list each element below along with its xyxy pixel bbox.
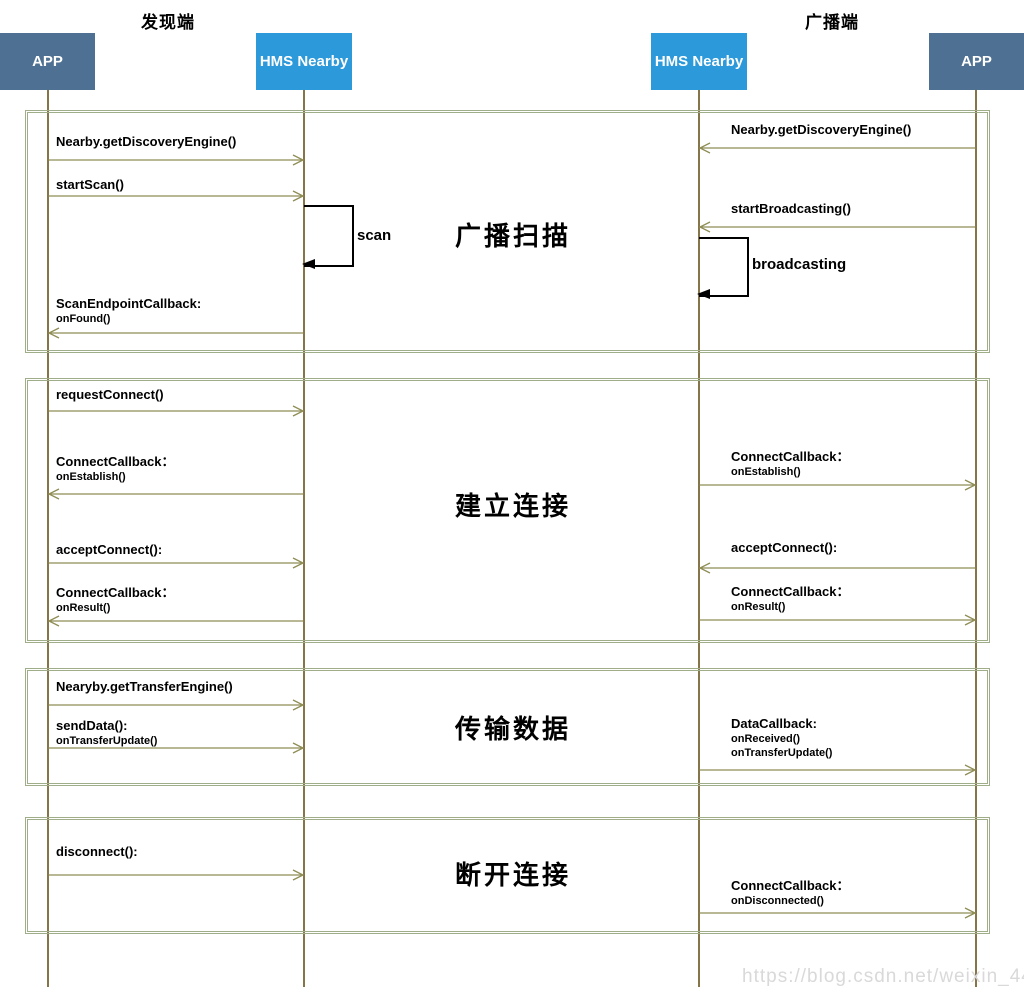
lifeline-hms-left <box>303 90 305 987</box>
message-arrow-right <box>48 190 305 202</box>
message-label-main: ConnectCallback： <box>56 585 175 600</box>
header-discovery-side: 发现端 <box>141 13 195 32</box>
message-arrow-left <box>698 221 976 233</box>
lifeline-hms-right <box>698 90 700 987</box>
message-label: startScan() <box>56 176 124 193</box>
phase-frame-4 <box>25 817 990 934</box>
message-label: requestConnect() <box>56 386 164 403</box>
message-label-main: acceptConnect(): <box>731 540 838 555</box>
message-label-main: sendData(): <box>56 718 128 733</box>
self-loop-label: scan <box>357 227 392 244</box>
message-arrow-right <box>699 614 977 626</box>
message-arrow-left <box>47 327 304 339</box>
message-label: ScanEndpointCallback: onFound() <box>56 295 201 326</box>
phase-title-3: 传输数据 <box>455 715 572 744</box>
message-label-sub: onTransferUpdate() <box>56 735 158 747</box>
watermark-url: https://blog.csdn.net/weixin_44708240 <box>742 966 1024 987</box>
message-label: ConnectCallback： onEstablish() <box>56 453 174 484</box>
message-label-sub: onResult() <box>56 602 111 614</box>
actor-box-app-left: APP <box>0 33 95 90</box>
message-label-sub: onEstablish() <box>56 471 126 483</box>
message-label-sub: onTransferUpdate() <box>731 747 833 759</box>
message-label-sub: onResult() <box>731 601 786 613</box>
message-label: ConnectCallback： onResult() <box>731 583 849 614</box>
actor-box-hms-nearby-left: HMS Nearby <box>256 33 352 90</box>
message-label: acceptConnect(): <box>731 539 837 556</box>
message-label-main: ConnectCallback： <box>731 878 850 893</box>
message-label-main: startScan() <box>56 177 124 192</box>
self-loop-arrowhead <box>302 259 315 269</box>
message-label-main: Nearby.getDiscoveryEngine() <box>56 134 237 149</box>
message-label-main: Nearyby.getTransferEngine() <box>56 679 233 694</box>
message-label-sub: onEstablish() <box>731 466 801 478</box>
message-arrow-left <box>698 142 976 154</box>
message-arrow-right <box>699 907 977 919</box>
message-arrow-right <box>699 764 977 776</box>
message-label-sub: onReceived() <box>731 733 801 745</box>
self-loop-arrowhead <box>697 289 710 299</box>
phase-title-2: 建立连接 <box>455 492 572 521</box>
phase-title-4: 断开连接 <box>455 861 572 890</box>
message-arrow-left <box>698 562 976 574</box>
message-label-main: disconnect(): <box>56 844 138 859</box>
lifeline-app-right <box>975 90 977 987</box>
message-arrow-left <box>47 615 304 627</box>
phase-frame-1 <box>25 110 990 353</box>
message-arrow-right <box>48 869 305 881</box>
message-label-main: requestConnect() <box>56 387 164 402</box>
message-label-main: ScanEndpointCallback: <box>56 296 202 311</box>
message-label: sendData(): onTransferUpdate() <box>56 717 157 748</box>
self-loop-broadcasting <box>699 237 749 297</box>
phase-frame-2 <box>25 378 990 643</box>
message-arrow-right <box>48 154 305 166</box>
phase-frame-3 <box>25 668 990 786</box>
phase-title-1: 广播扫描 <box>455 222 572 251</box>
message-label: ConnectCallback： onDisconnected() <box>731 877 849 908</box>
message-label-main: ConnectCallback： <box>56 454 175 469</box>
message-label: Nearyby.getTransferEngine() <box>56 678 233 695</box>
header-broadcast-side: 广播端 <box>805 13 859 32</box>
message-label: DataCallback: onReceived() onTransferUpdat… <box>731 715 832 760</box>
self-loop-scan <box>304 205 354 267</box>
lifeline-app-left <box>47 90 49 987</box>
message-label: acceptConnect(): <box>56 541 162 558</box>
actor-box-app-right: APP <box>929 33 1024 90</box>
message-label: ConnectCallback： onResult() <box>56 584 174 615</box>
self-loop-label: broadcasting <box>752 256 847 273</box>
actor-box-hms-nearby-right: HMS Nearby <box>651 33 747 90</box>
message-label: Nearby.getDiscoveryEngine() <box>731 121 911 138</box>
message-arrow-right <box>48 557 305 569</box>
message-label-main: startBroadcasting() <box>731 201 851 216</box>
message-label-main: ConnectCallback： <box>731 584 850 599</box>
message-arrow-left <box>47 488 304 500</box>
message-label-main: ConnectCallback： <box>731 449 850 464</box>
message-arrow-right <box>48 699 305 711</box>
message-label: startBroadcasting() <box>731 200 851 217</box>
message-label-main: acceptConnect(): <box>56 542 163 557</box>
message-label: Nearby.getDiscoveryEngine() <box>56 133 236 150</box>
message-label: disconnect(): <box>56 843 138 860</box>
message-label-sub: onDisconnected() <box>731 895 824 907</box>
message-arrow-right <box>48 405 305 417</box>
message-label-main: DataCallback: <box>731 716 817 731</box>
message-label: ConnectCallback： onEstablish() <box>731 448 849 479</box>
message-arrow-right <box>48 742 305 754</box>
message-label-sub: onFound() <box>56 313 111 325</box>
message-label-main: Nearby.getDiscoveryEngine() <box>731 122 912 137</box>
message-arrow-right <box>699 479 977 491</box>
